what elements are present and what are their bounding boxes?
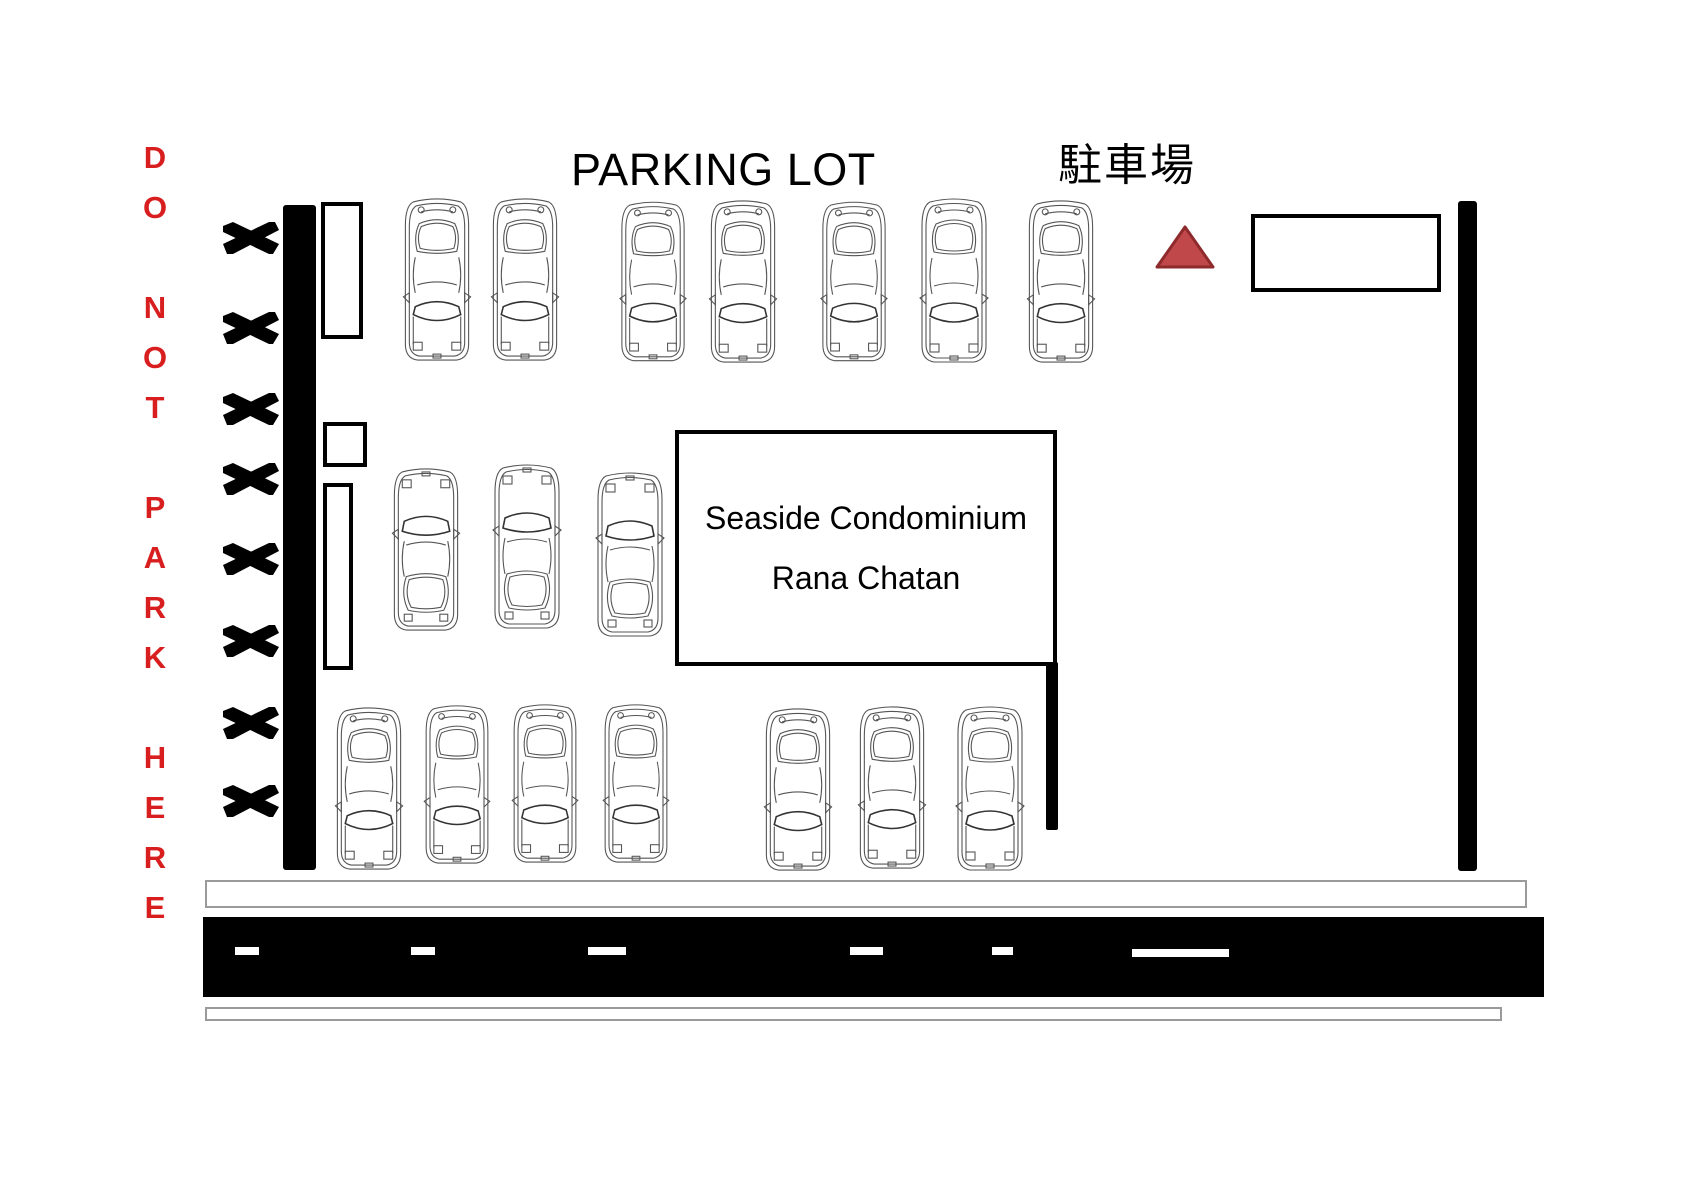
warning-letter: K (143, 640, 167, 675)
no-parking-x-icon (223, 625, 279, 657)
parked-car-icon (488, 196, 562, 362)
right-structure-box (1251, 214, 1441, 292)
lane-dash (992, 947, 1013, 955)
parking-lot-title-japanese: 駐車場 (1058, 140, 1196, 191)
warning-letter: E (144, 790, 166, 825)
lane-dash (411, 947, 435, 955)
warning-letter: R (143, 840, 167, 875)
no-parking-x-icon (223, 543, 279, 575)
no-parking-x-icon (223, 222, 279, 254)
parking-lot-title: PARKING LOT (571, 144, 876, 195)
parked-car-icon (586, 470, 674, 638)
parked-car-icon (332, 705, 406, 871)
parked-car-icon (856, 704, 928, 870)
warning-letter: O (142, 340, 168, 375)
warning-letter: O (142, 190, 168, 225)
left-planter-box-bottom (323, 483, 353, 670)
parked-car-icon (598, 702, 674, 864)
building-side-wall (1046, 662, 1058, 830)
parked-car-icon (953, 704, 1027, 872)
warning-letter: E (144, 890, 166, 925)
lower-sidewalk (205, 1007, 1502, 1021)
parked-car-icon (1025, 198, 1097, 364)
warning-letter: R (143, 590, 167, 625)
no-parking-x-icon (223, 463, 279, 495)
upper-sidewalk (205, 880, 1527, 908)
parked-car-icon (819, 198, 889, 364)
warning-letter: D (143, 140, 167, 175)
no-parking-x-icon (223, 785, 279, 817)
building-name: Seaside Condominium (705, 500, 1027, 536)
building-subtitle: Rana Chatan (771, 560, 961, 596)
lane-dash (1132, 949, 1229, 957)
parked-car-icon (509, 702, 581, 864)
left-wall (283, 205, 316, 870)
left-planter-box-top (321, 202, 363, 339)
warning-letter: A (143, 540, 167, 575)
no-parking-x-icon (223, 707, 279, 739)
triangle-marker-icon (1155, 225, 1215, 269)
parked-car-icon (389, 466, 463, 632)
parked-car-icon (400, 196, 474, 362)
road (203, 917, 1544, 997)
condominium-building: Seaside Condominium Rana Chatan (675, 430, 1057, 666)
lane-dash (588, 947, 626, 955)
parked-car-icon (421, 703, 493, 865)
no-parking-x-icon (223, 312, 279, 344)
parked-car-icon (762, 706, 834, 872)
warning-letter: T (145, 390, 165, 425)
parked-car-icon (707, 198, 779, 364)
lane-dash (850, 947, 883, 955)
warning-letter: H (143, 740, 167, 775)
parked-car-icon (491, 462, 563, 630)
warning-letter: P (144, 490, 166, 525)
lane-dash (235, 947, 259, 955)
no-parking-x-icon (223, 393, 279, 425)
warning-letter: N (143, 290, 167, 325)
right-wall (1458, 201, 1477, 871)
parked-car-icon (915, 196, 993, 364)
left-small-box (323, 422, 367, 467)
parked-car-icon (618, 198, 688, 364)
